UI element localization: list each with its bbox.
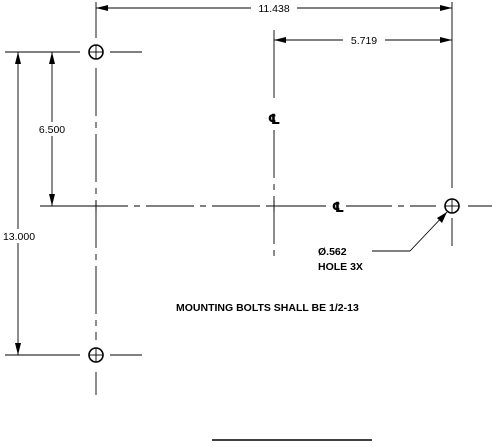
dimension-overall-height: 13.000 — [0, 52, 40, 355]
centerline-symbol-horizontal: ℄ — [332, 199, 345, 215]
center-mark-middle — [268, 200, 280, 212]
hole-callout-diameter: Ø.562 — [318, 246, 347, 258]
centerline-symbol-vertical: ℄ — [268, 111, 281, 127]
hole-callout-quantity: HOLE 3X — [318, 261, 363, 273]
hole-right — [444, 198, 460, 214]
dimension-half-height-label: 6.500 — [39, 124, 65, 136]
mounting-bolts-note: MOUNTING BOLTS SHALL BE 1/2-13 — [176, 302, 359, 314]
hole-callout-leader — [372, 211, 448, 252]
center-mark-left — [91, 201, 101, 211]
dimension-half-height: 6.500 — [32, 52, 72, 206]
dimension-half-width-label: 5.719 — [351, 35, 377, 47]
dimension-overall-height-label: 13.000 — [3, 231, 35, 243]
dimension-overall-width-label: 11.438 — [258, 3, 289, 15]
dimension-overall-width: 11.438 — [96, 1, 452, 15]
dimension-half-width: 5.719 — [274, 33, 452, 47]
centerline-symbol-horizontal-group: ℄ — [330, 197, 346, 215]
hole-bottom-left — [88, 347, 104, 363]
centerlines — [80, 68, 492, 395]
hole-top-left — [88, 44, 104, 60]
